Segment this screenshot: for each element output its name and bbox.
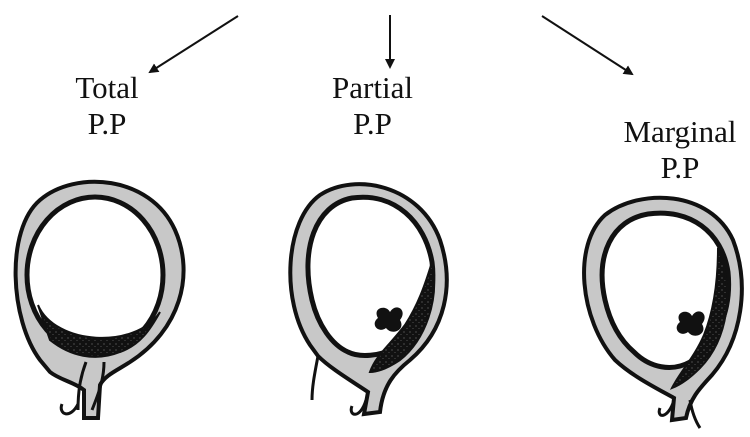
- arrow-to-marginal: [542, 16, 632, 74]
- label-marginal-line1: Marginal: [600, 114, 750, 150]
- label-partial-pp: Partial P.P: [305, 70, 440, 142]
- uterus-total: [16, 182, 184, 418]
- label-marginal-pp: Marginal P.P: [600, 114, 750, 186]
- label-total-pp: Total P.P: [42, 70, 172, 142]
- label-marginal-line2: P.P: [600, 150, 750, 186]
- label-total-line1: Total: [42, 70, 172, 106]
- arrow-to-total: [150, 16, 238, 72]
- label-partial-line2: P.P: [305, 106, 440, 142]
- label-partial-line1: Partial: [305, 70, 440, 106]
- uterus-partial: [290, 184, 446, 414]
- label-total-line2: P.P: [42, 106, 172, 142]
- uterus-marginal: [584, 198, 742, 428]
